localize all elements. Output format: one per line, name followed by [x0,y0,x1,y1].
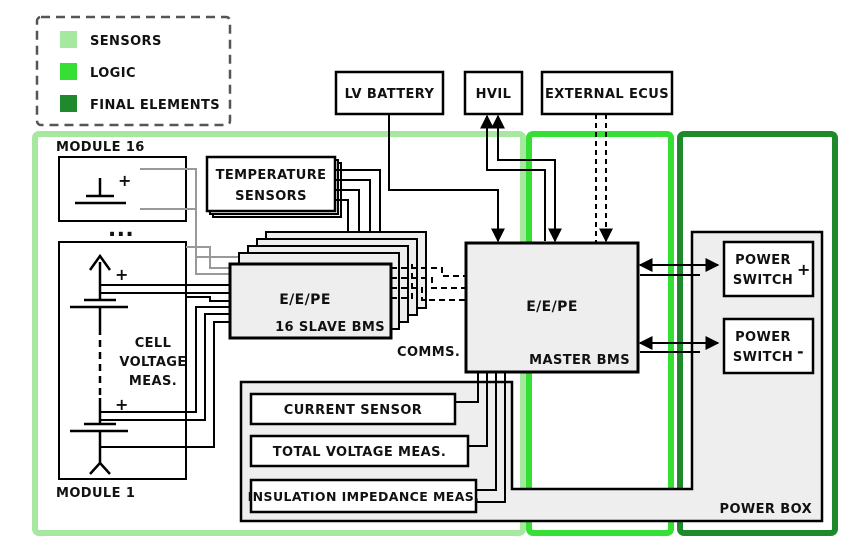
legend: SENSORS LOGIC FINAL ELEMENTS [35,15,232,127]
module-16-label: MODULE 16 [56,140,145,155]
current-sensor: CURRENT SENSOR [249,392,457,426]
temperature-sensors-line1: TEMPERATURE [216,168,327,183]
power-switch-positive-frame [722,240,815,298]
cell-voltage-label-line1: CELL [135,336,172,351]
module-16-cell-icon [75,178,126,205]
legend-swatch-logic [60,63,77,80]
module-16-plus: + [118,171,132,190]
module-1: + + CELL VOLTAGE MEAS. MODULE 1 [56,241,187,501]
temperature-sensors-frame [205,155,337,213]
total-voltage: TOTAL VOLTAGE MEAS. [249,434,470,468]
external-ecus-frame [540,70,674,116]
master-bms-name: MASTER BMS [529,353,630,368]
power-switch-negative-frame [722,317,815,375]
total-voltage-label: TOTAL VOLTAGE MEAS. [273,445,446,460]
legend-frame [35,15,232,127]
legend-swatch-sensors [60,31,77,48]
module-1-label: MODULE 1 [56,486,135,501]
legend-label-sensors: SENSORS [90,34,162,49]
hvil-label: HVIL [476,87,512,102]
modules-ellipsis: ... [108,217,134,242]
module-1-plus-bottom: + [115,395,129,414]
module-1-terminal-fork [89,461,111,475]
cell-voltage-label-line2: VOLTAGE [119,355,186,370]
insulation-impedance: INSULATION IMPEDANCE MEAS. [248,478,480,514]
power-switch-negative-line1: POWER [735,330,791,345]
cell-voltage-wires [100,284,230,448]
current-sensor-frame [249,392,457,426]
lv-battery-label: LV BATTERY [345,87,435,102]
module-1-arrow-up [88,253,112,271]
temperature-sensors-line2: SENSORS [235,189,307,204]
power-switch-links [638,258,720,353]
current-sensor-label: CURRENT SENSOR [284,403,422,418]
master-bms-function: E/E/PE [526,299,578,315]
comms-links [391,264,466,301]
insulation-impedance-frame [249,478,478,514]
power-switch-positive-line2: SWITCH [733,273,793,288]
module-1-plus-top: + [115,265,129,284]
temperature-sensors: TEMPERATURE SENSORS [205,155,342,218]
comms-label: COMMS. [397,345,460,360]
slave-bms-function: E/E/PE [279,292,331,308]
lv-battery-box: LV BATTERY [334,70,445,116]
legend-label-final-elements: FINAL ELEMENTS [90,98,220,113]
power-switch-positive-polarity: + [797,260,811,279]
total-voltage-frame [249,434,470,468]
module-16-frame [58,156,187,222]
power-switch-positive: POWER SWITCH + [722,240,815,298]
legend-swatch-final-elements [60,95,77,112]
final-elements-group-outline [677,131,838,536]
slave-bms-stack: E/E/PE 16 SLAVE BMS [228,231,427,340]
master-bms: E/E/PE MASTER BMS [464,241,640,374]
power-switch-negative-line2: SWITCH [733,350,793,365]
module-16: MODULE 16 + [56,140,187,222]
power-switch-negative-polarity: - [797,342,804,361]
power-switch-positive-line1: POWER [735,253,791,268]
legend-label-logic: LOGIC [90,66,136,81]
hvil-box: HVIL [463,70,524,116]
hvil-link-in [491,114,562,243]
external-ecus-label: EXTERNAL ECUS [545,87,669,102]
cell-voltage-label-line3: MEAS. [129,374,177,389]
module-1-frame [58,241,187,480]
module-16-grey-wires [140,168,246,275]
power-switch-negative: POWER SWITCH - [722,317,815,375]
external-links [388,114,613,243]
hvil-frame [463,70,524,116]
slave-bms-name: 16 SLAVE BMS [275,320,385,335]
master-bms-frame [464,241,640,374]
insulation-impedance-label: INSULATION IMPEDANCE MEAS. [248,489,480,504]
power-box-sensor-wires [455,372,506,503]
external-ecus-box: EXTERNAL ECUS [540,70,674,116]
power-box-label: POWER BOX [720,502,812,517]
